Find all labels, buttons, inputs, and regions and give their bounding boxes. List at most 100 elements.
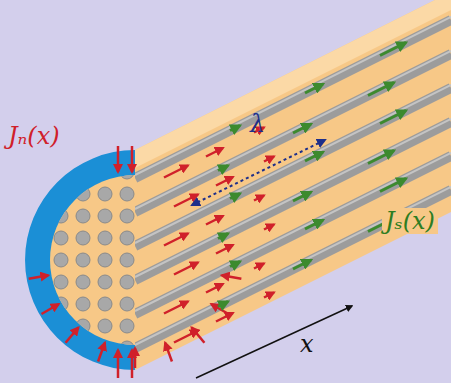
normal-current-arrow	[206, 148, 223, 157]
inward-arrow	[192, 327, 205, 342]
filament-dot	[54, 209, 68, 223]
supercurrent-arrow	[230, 262, 240, 267]
inward-arrow	[66, 327, 79, 342]
filament	[135, 156, 451, 314]
supercurrent-arrow	[230, 126, 240, 131]
normal-current-arrow	[264, 157, 274, 162]
filament-shine	[135, 187, 451, 345]
normal-current-arrow	[174, 263, 198, 275]
filament-dot	[54, 297, 68, 311]
filament-dot	[32, 297, 46, 311]
inward-arrow	[134, 348, 137, 368]
filament-dot	[98, 231, 112, 245]
filament-dot	[54, 165, 68, 179]
filament-dot	[32, 187, 46, 201]
filament-dot	[76, 187, 90, 201]
filament-dot	[76, 341, 90, 355]
filament-dot	[98, 165, 112, 179]
supercurrent-arrow	[305, 220, 323, 229]
normal-current-arrow	[164, 302, 188, 314]
filament-dot	[76, 165, 90, 179]
supercurrent-arrow	[218, 234, 228, 239]
filament-dot	[32, 341, 46, 355]
inward-arrow	[165, 343, 172, 362]
filament	[135, 88, 451, 246]
normal-current-arrow	[164, 166, 188, 178]
normal-current-arrow	[264, 293, 274, 298]
filament-dot	[32, 319, 46, 333]
filament-dot	[54, 187, 68, 201]
filament-dot	[120, 253, 134, 267]
length-dimension	[192, 140, 325, 205]
filament-shine	[135, 17, 451, 175]
inward-arrow	[98, 343, 105, 362]
normal-current-arrow	[254, 196, 264, 201]
supercurrent-arrow	[380, 179, 406, 192]
axis-label: x	[300, 332, 314, 356]
filament-dot	[76, 209, 90, 223]
supercurrent-arrow	[380, 43, 406, 56]
filament-cross-sections	[32, 165, 134, 355]
current-arrows	[164, 43, 406, 343]
filament	[135, 20, 451, 178]
supercurrent-arrow	[368, 151, 394, 164]
supercurrent-arrow	[218, 166, 228, 171]
filament-dot	[32, 209, 46, 223]
filament-dot	[98, 209, 112, 223]
supercurrent-arrow	[305, 84, 323, 93]
filament-dot	[120, 209, 134, 223]
filament-shine	[135, 51, 451, 209]
sheath	[25, 150, 135, 370]
filament-dot	[120, 275, 134, 289]
filament-dot	[54, 275, 68, 289]
supercurrent-arrow	[293, 192, 311, 201]
filament-dot	[32, 165, 46, 179]
filament-dot	[98, 275, 112, 289]
normal-current-arrow	[174, 331, 198, 343]
normal-current-arrow	[264, 225, 274, 230]
filament-dot	[120, 231, 134, 245]
filament-dot	[98, 253, 112, 267]
filament-dot	[54, 253, 68, 267]
filament-dot	[76, 275, 90, 289]
filament-dot	[32, 231, 46, 245]
filament-dot	[76, 231, 90, 245]
cable-body	[135, 0, 451, 370]
filament-dot	[76, 319, 90, 333]
filament	[135, 122, 451, 280]
filament	[135, 190, 451, 348]
inward-arrow	[222, 275, 242, 278]
supercurrent-arrow	[368, 83, 394, 96]
length-label: λ	[250, 112, 265, 136]
filament-dot	[120, 297, 134, 311]
filaments	[135, 17, 451, 348]
filament-dot	[54, 341, 68, 355]
filament-shine	[135, 153, 451, 311]
filament-dot	[120, 319, 134, 333]
normal-current-arrow	[216, 313, 233, 322]
filament-dot	[76, 253, 90, 267]
inward-arrow	[131, 350, 134, 378]
filament-dot	[54, 319, 68, 333]
normal-current-label: Jₙ(x)	[8, 124, 60, 148]
filament-shine	[135, 85, 451, 243]
filament-dot	[98, 187, 112, 201]
inward-arrow	[41, 304, 58, 314]
supercurrent-arrow	[380, 111, 406, 124]
supercurrent-label: Jₛ(x)	[382, 208, 438, 234]
supercurrent-arrow	[305, 152, 323, 161]
filament-dot	[98, 297, 112, 311]
normal-current-arrow	[206, 284, 223, 293]
normal-current-arrow	[216, 245, 233, 254]
normal-current-arrow	[206, 216, 223, 225]
normal-current-arrow	[216, 177, 233, 186]
filament-dot	[98, 319, 112, 333]
normal-current-arrow	[254, 264, 264, 269]
normal-current-arrows	[29, 146, 242, 378]
inward-arrow	[117, 350, 120, 378]
filament-dot	[32, 253, 46, 267]
supercurrent-arrow	[293, 260, 311, 269]
filament-dot	[54, 231, 68, 245]
inward-arrow	[117, 146, 120, 172]
